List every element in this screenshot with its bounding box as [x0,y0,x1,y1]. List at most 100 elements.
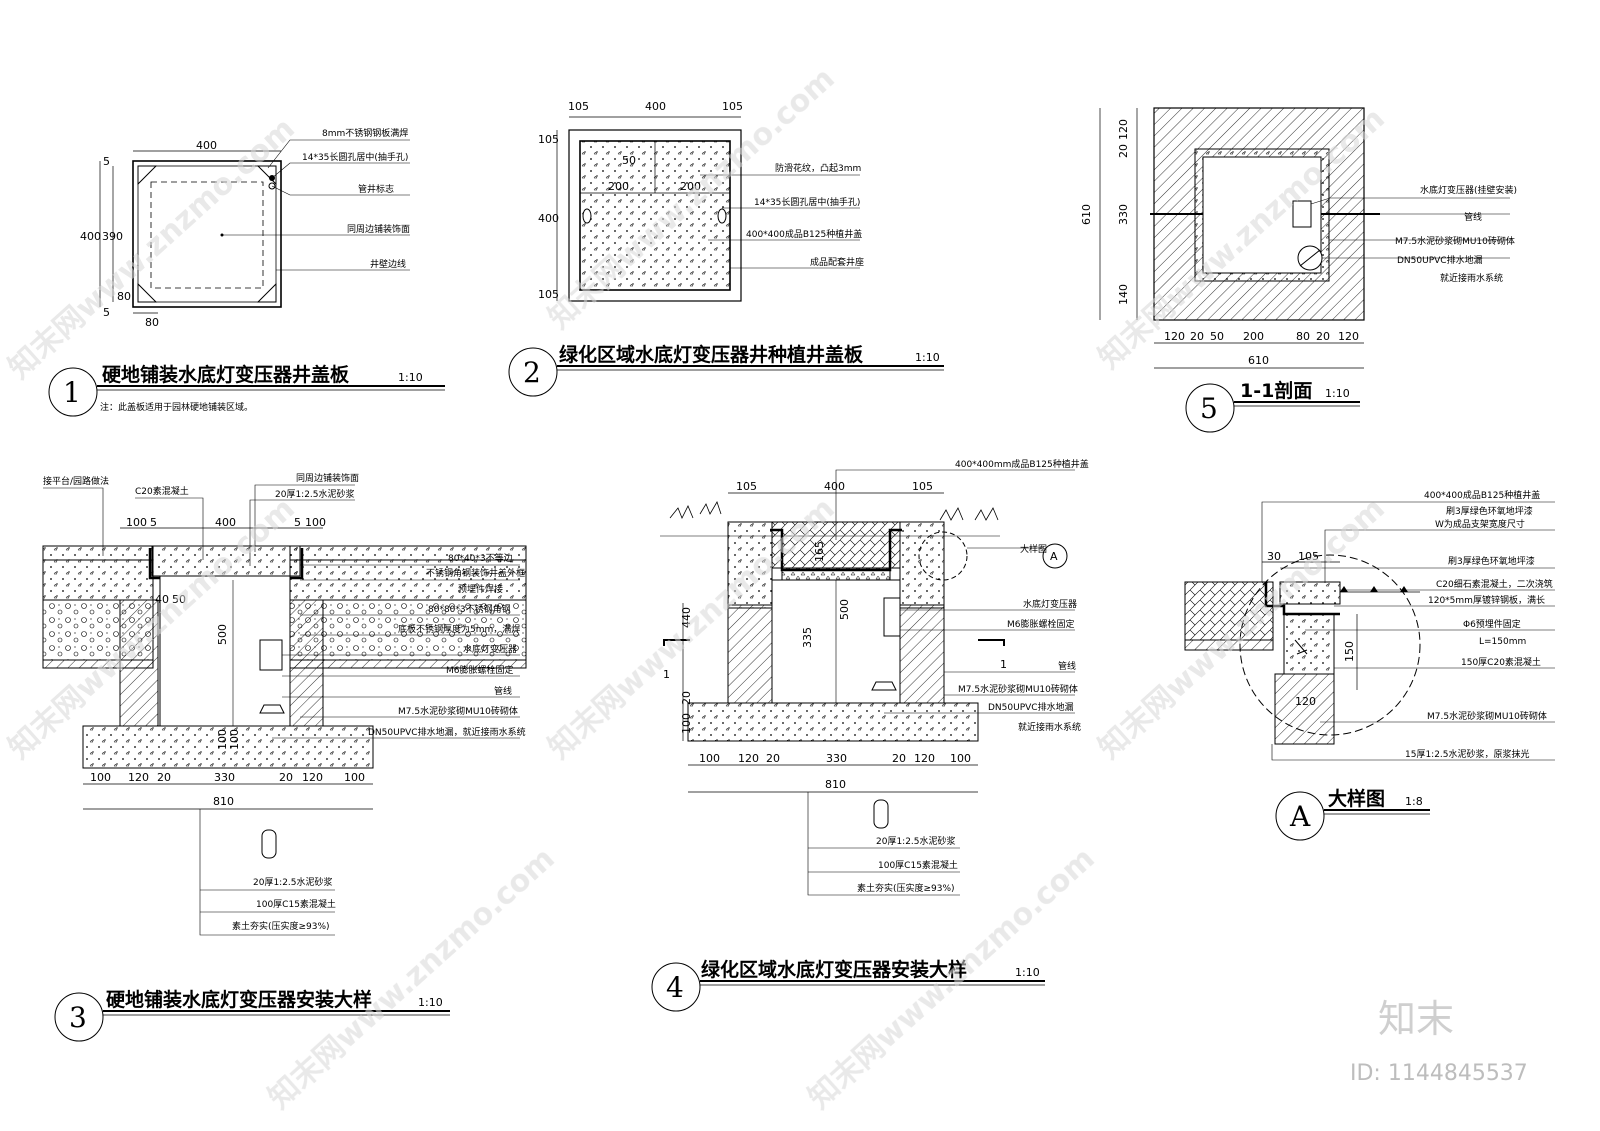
d3-left-label-0: 接平台/园路做法 [43,475,109,487]
d3-dim-top-0: 100 [126,516,147,529]
d4-dim-total: 810 [825,778,846,791]
d5-scale: 1:10 [1325,387,1350,400]
dA-label-10: 15厚1:2.5水泥砂浆，原浆抹光 [1405,748,1530,760]
d3-dim-bot-6: 100 [344,771,365,784]
d4-label-5: 就近接雨水系统 [1018,721,1081,733]
d4-scale: 1:10 [1015,966,1040,979]
dA-scale: 1:8 [1405,795,1423,808]
d3-label-1: 不锈钢角钢装饰井盖外框 [426,567,525,579]
d1-dim-left-a: 5 [103,155,110,168]
d3-label-0: 80*40*3不等边 [448,552,513,564]
d1-dim-left-e: 5 [103,306,110,319]
d5-dim-bot-total: 610 [1248,354,1269,367]
dA-title-number: A [1289,800,1311,833]
d3-base-label-1: 100厚C15素混凝土 [256,898,336,910]
d4-dim-bot-3: 330 [826,752,847,765]
d1-title-block [48,367,445,417]
d3-label-8: M7.5水泥砂浆砌MU10砖砌体 [398,705,518,717]
d4-callout-ref: A [1050,550,1058,563]
d4-dim-h-a: 165 [813,541,826,562]
d3-label-6: M6膨胀螺栓固定 [446,664,514,676]
d5-dim-bot-4: 80 [1296,330,1310,343]
d4-dim-bot-4: 20 [892,752,906,765]
d3-base-label-0: 20厚1:2.5水泥砂浆 [253,876,333,888]
d2-title-block [508,347,944,397]
d4-section [660,492,1068,829]
d2-title: 绿化区域水底灯变压器井种植井盖板 [559,343,864,366]
d3-base-label-2: 素土夯实(压实度≥93%) [232,920,330,932]
d3-dim-bot-4: 20 [279,771,293,784]
d3-dim-bot-3: 330 [214,771,235,784]
d1-label-4: 井壁边线 [370,258,406,270]
d4-title: 绿化区域水底灯变压器安装大样 [701,958,967,981]
d4-base-label-1: 100厚C15素混凝土 [878,859,958,871]
d4-label-4: DN50UPVC排水地漏 [988,701,1074,713]
d2-label-2: 400*400成品B125种植井盖 [746,228,862,240]
d1-dim-left-d: 80 [117,290,131,303]
d2-dim-top-a: 105 [568,100,589,113]
d4-label-1: M6膨胀螺栓固定 [1007,618,1075,630]
dA-label-3: 刷3厚绿色环氧地坪漆 [1448,555,1535,567]
d3-dim-top-3: 5 [294,516,301,529]
d5-dim-bot-6: 120 [1338,330,1359,343]
dA-title-block [1275,791,1430,841]
dA-label-7: L=150mm [1479,637,1526,647]
d3-scale: 1:10 [418,996,443,1009]
dA-dim-b: 105 [1298,550,1319,563]
d2-dim-left-b: 400 [538,212,559,225]
d2-dim-left-a: 105 [538,133,559,146]
d2-leaders [700,174,860,269]
d3-top-label-0: 同周边铺装饰面 [296,472,359,484]
d3-dim-bot-1: 120 [128,771,149,784]
d3-dim-bot-2: 20 [157,771,171,784]
d4-base-label-2: 素土夯实(压实度≥93%) [857,882,955,894]
d4-label-3: M7.5水泥砂浆砌MU10砖砌体 [958,683,1078,695]
watermark-id: ID: 1144845537 [1350,1061,1528,1086]
d2-label-1: 14*35长圆孔居中(抽手孔) [754,196,860,208]
d3-dim-base-a: 100 [216,729,229,750]
dA-label-1: 刷3厚绿色环氧地坪漆 [1446,505,1533,517]
dA-detail [1184,554,1421,745]
d5-title-block [1185,383,1360,433]
d3-dim-height: 500 [216,624,229,645]
d5-dim-bot-2: 50 [1210,330,1224,343]
d5-label-1: 管线 [1464,211,1482,223]
d4-cut-right: 1 [1000,658,1007,671]
d4-dim-bot-6: 100 [950,752,971,765]
d1-leaders [222,139,410,271]
d3-title-number: 3 [69,1001,87,1034]
d2-scale: 1:10 [915,351,940,364]
d5-dim-left-a: 120 [1117,119,1130,140]
d1-label-0: 8mm不锈钢钢板满焊 [322,127,408,139]
d4-dim-h-e: 20 [680,691,693,705]
d4-dim-h-f: 100 [680,713,693,734]
d5-dim-left-b: 20 [1117,144,1130,158]
dA-dim-d: 120 [1295,695,1316,708]
watermark-brand: 知末 [1378,997,1454,1041]
d1-dim-top: 400 [196,139,217,152]
d3-dim-top-2: 400 [215,516,236,529]
d5-dim-bot-0: 120 [1164,330,1185,343]
d2-cover-plan [556,116,742,302]
d2-title-number: 2 [523,356,541,389]
dA-leaders [1261,501,1555,761]
d3-title-block [54,992,450,1042]
d2-dim-left-c: 105 [538,288,559,301]
d4-label-0: 水底灯变压器 [1023,598,1077,610]
d3-label-9: DN50UPVC排水地漏，就近接雨水系统 [368,726,526,738]
d1-label-1: 14*35长圆孔居中(抽手孔) [302,151,408,163]
dA-label-4: C20细石素混凝土，二次浇筑 [1436,578,1553,590]
d5-dim-bot-5: 20 [1316,330,1330,343]
d1-label-2: 管井标志 [358,183,394,195]
d4-label-2: 管线 [1058,660,1076,672]
d4-dim-h-c: 440 [680,607,693,628]
d3-dim-bot-5: 120 [302,771,323,784]
d5-label-3: DN50UPVC排水地漏 [1397,254,1483,266]
d1-note: 注：此盖板适用于园林硬地铺装区域。 [100,401,253,413]
d3-label-4: 底板不锈钢厚度为5mm，满焊 [398,623,520,635]
d4-dim-h-b: 500 [838,599,851,620]
watermark-text-1: 知末网www.znzmo.com [2,111,302,386]
d4-leaders [807,469,1075,896]
d2-dim-inner-c: 50 [622,154,636,167]
